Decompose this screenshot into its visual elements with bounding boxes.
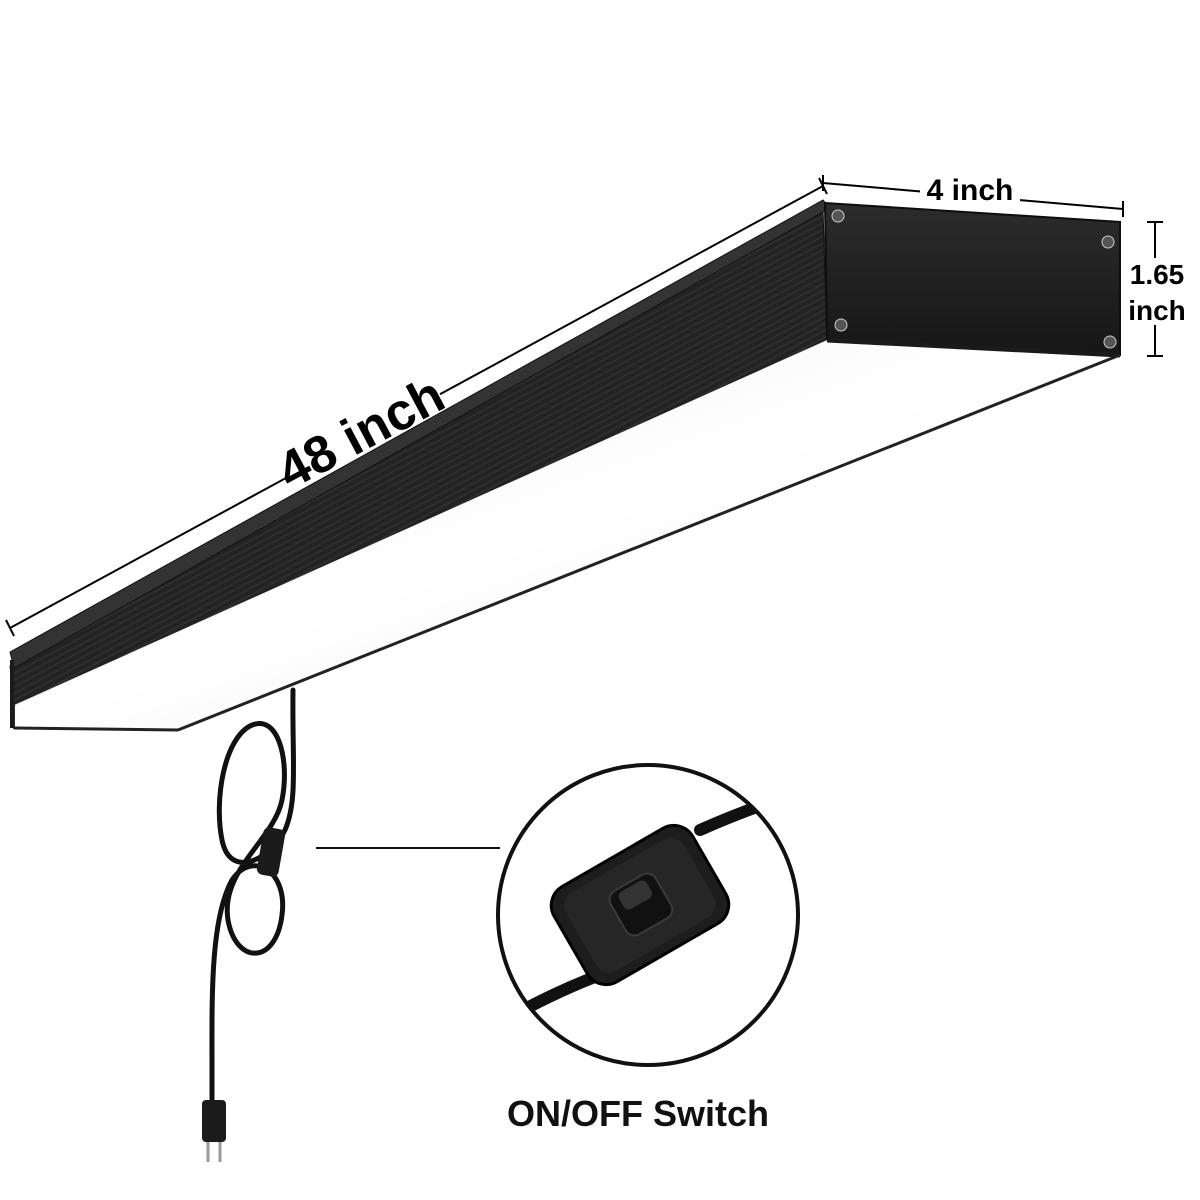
height-label-value: 1.65 [1130,259,1185,290]
switch-caption: ON/OFF Switch [507,1093,769,1134]
shop-light-fixture [9,199,1121,732]
width-dimension: 4 inch [822,168,1124,217]
cord-inline-switch-icon [256,827,286,877]
screw-icon [831,209,1117,349]
height-dimension: 1.65 inch [1128,221,1186,357]
rocker-switch-icon [549,823,731,987]
fixture-left-end [10,660,14,728]
height-label-unit: inch [1128,295,1186,326]
power-cord [209,687,297,1108]
width-label: 4 inch [927,174,1014,207]
fixture-bottom-edge [14,340,1095,730]
fixture-end-cap [823,201,1121,357]
switch-zoom-callout [496,763,800,1067]
power-plug-icon [202,1100,226,1162]
